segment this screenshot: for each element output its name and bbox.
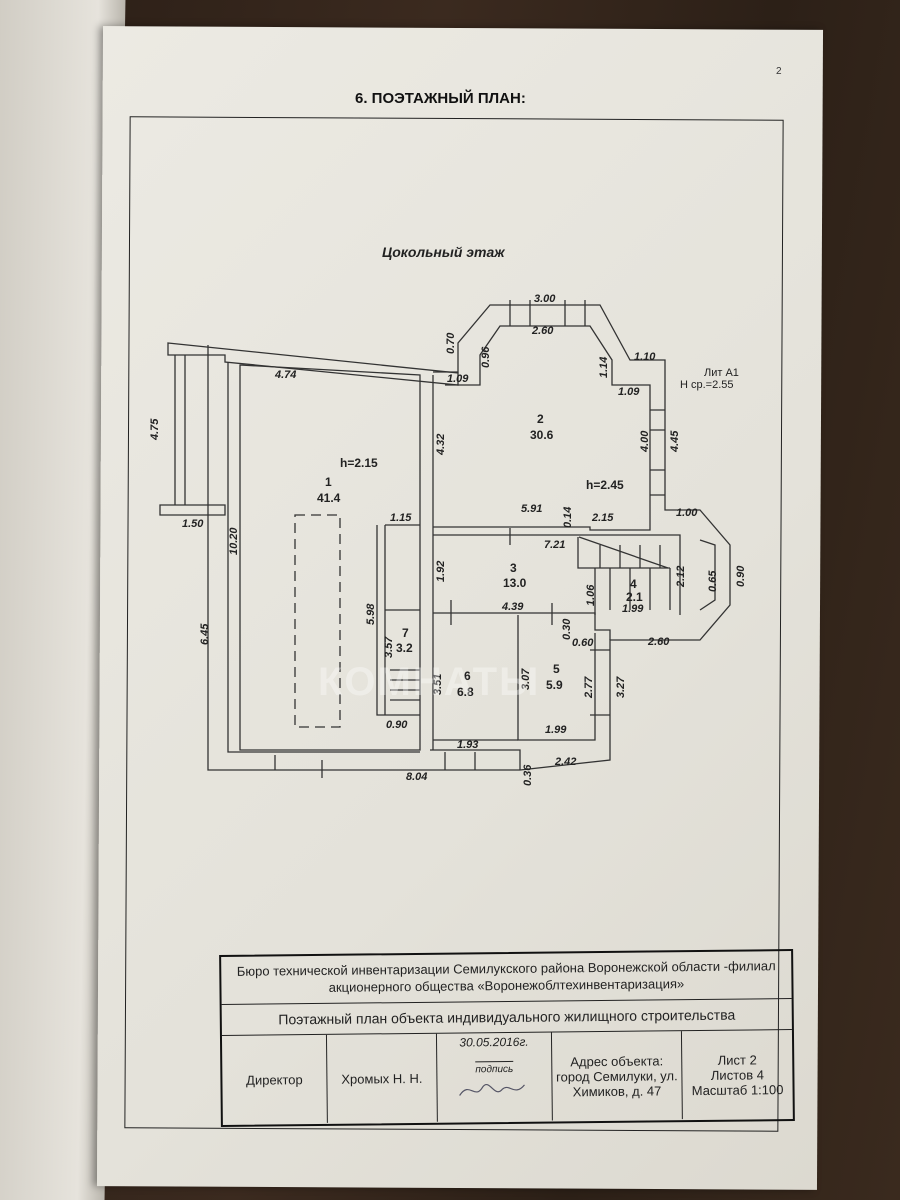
signature-label: подпись [475,1060,514,1076]
lit-label: Лит А1 [704,367,739,379]
dim-label: 1.15 [390,512,412,524]
dim-label: 0.36 [522,764,534,786]
dim-label: 4.00 [639,430,651,453]
dim-label: 3.00 [534,293,556,305]
dim-label: 0.90 [386,719,408,731]
walls [159,300,731,778]
dim-label: 1.06 [585,584,597,606]
avg-height-label: Н ср.=2.55 [680,379,734,391]
signature-cell: 30.05.2016г. подпись [436,1032,553,1122]
dim-label: 4.75 [149,418,161,441]
dim-label: 1.99 [545,724,567,736]
page-number: 2 [776,66,782,77]
dim-label: 5.98 [365,603,377,625]
room-area: 30.6 [530,428,554,442]
dim-label: 10.20 [228,527,240,555]
dim-label: 2.77 [583,676,595,699]
room-number: 1 [325,475,332,489]
room-area: 13.0 [503,576,527,590]
signature [459,1084,525,1096]
dim-label: 1.09 [618,386,640,398]
dim-label: 2.60 [531,325,554,337]
room-number: 7 [402,626,409,640]
scale: Масштаб 1:100 [691,1081,784,1098]
dim-label: 6.45 [199,623,211,645]
dim-label: 5.91 [521,503,542,515]
date: 30.05.2016г. [459,1034,529,1050]
dim-label: 4.39 [501,601,524,613]
dim-label: 0.30 [561,618,573,640]
sheet-cell: Лист 2 Листов 4 Масштаб 1:100 [682,1030,793,1119]
sheet-count: Листов 4 [710,1066,765,1083]
dim-label: 3.57 [383,636,395,658]
dim-label: 0.60 [572,637,594,649]
watermark: КОМНАТЫ [318,660,541,704]
dim-label: 4.74 [274,369,296,381]
room-height: h=2.15 [340,456,378,470]
room-number: 5 [553,662,560,676]
room-area: 2.1 [626,590,643,604]
dim-label: 1.93 [457,739,478,751]
dim-label: 2.42 [554,756,576,768]
room-number: 3 [510,561,517,575]
dim-label: 0.65 [707,570,719,592]
dim-label: 1.92 [435,561,447,582]
address-cell: Адрес объекта: город Семилуки, ул. Химик… [551,1031,683,1121]
dim-label: 1.09 [447,373,469,385]
dim-label: 4.45 [669,430,681,453]
room-number: 4 [630,577,637,591]
dim-label: 1.10 [634,351,656,363]
sheet-number: Лист 2 [717,1051,757,1068]
dim-label: 2.60 [647,636,670,648]
position: Директор [221,1034,328,1124]
dim-label: 2.15 [591,512,614,524]
room-area: 41.4 [317,491,341,505]
dim-label: 0.70 [445,332,457,354]
room-height: h=2.45 [586,478,624,492]
dim-label: 2.12 [675,566,687,588]
dim-label: 0.14 [562,507,574,528]
section-title: 6. ПОЭТАЖНЫЙ ПЛАН: [355,90,526,107]
dim-label: 3.07 [520,668,532,690]
address: город Семилуки, ул. Химиков, д. 47 [556,1067,678,1099]
dim-label: 1.50 [182,518,204,530]
room-number: 6 [464,669,471,683]
dim-label: 7.21 [544,539,565,551]
dim-label: 1.14 [598,357,610,378]
dim-label: 1.99 [622,603,644,615]
room-area: 5.9 [546,678,563,692]
address-label: Адрес объекта: [570,1052,664,1069]
title-block: Бюро технической инвентаризации Семилукс… [219,948,795,1128]
dim-label: 3.27 [615,676,627,698]
director-name: Хромых Н. Н. [326,1033,438,1123]
room-area: 6.8 [457,685,474,699]
dim-label: 4.32 [435,434,447,456]
dim-label: 3.51 [432,674,444,695]
dim-label: 0.96 [480,346,492,368]
dim-label: 1.00 [676,507,698,519]
room-area: 3.2 [396,641,413,655]
dim-label: 8.04 [406,771,427,783]
room-number: 2 [537,412,544,426]
dim-label: 0.90 [735,565,747,587]
organization: Бюро технической инвентаризации Семилукс… [221,951,792,1005]
room-labels: h=2.15 1 41.4 2 30.6 h=2.45 3 13.0 4 2.1… [317,367,739,699]
dimension-labels: 4.75 1.50 10.20 6.45 4.74 1.15 5.98 1.92… [149,293,747,786]
floor-title: Цокольный этаж [382,244,505,260]
